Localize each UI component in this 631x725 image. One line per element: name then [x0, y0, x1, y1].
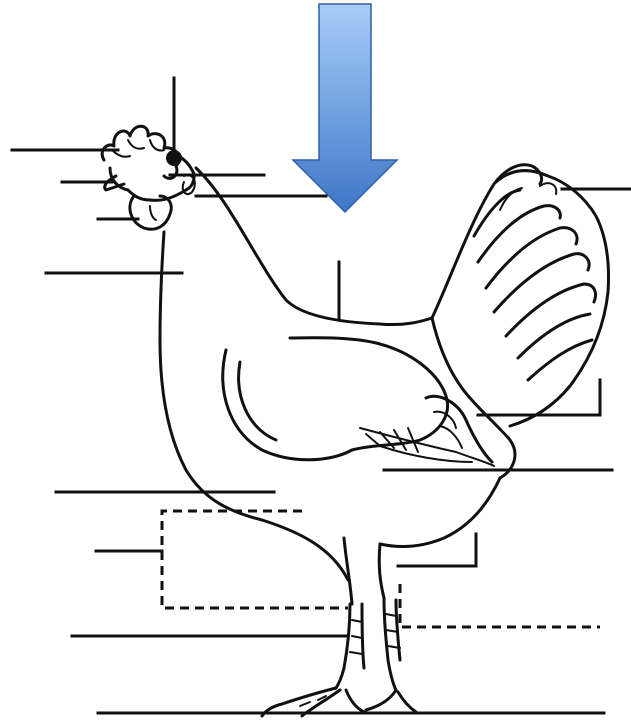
dashed-bracket-left — [162, 511, 348, 608]
leader-line-thigh — [398, 534, 476, 566]
chicken-illustration — [102, 126, 608, 716]
down-arrow-icon — [293, 4, 397, 212]
dashed-bracket-right — [400, 584, 600, 627]
leader-line-saddle — [478, 380, 600, 415]
